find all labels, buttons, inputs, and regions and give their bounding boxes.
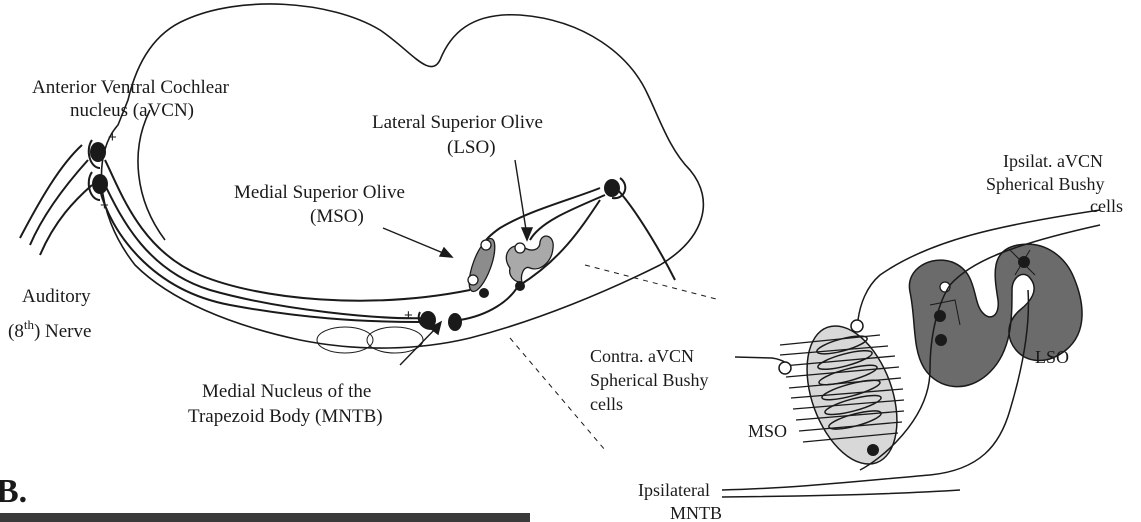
label-contra-avcn-line2: Spherical Bushy xyxy=(590,370,709,390)
label-contra-avcn-line1: Contra. aVCN xyxy=(590,346,694,366)
label-inset-mso: MSO xyxy=(748,421,787,441)
label-ipsi-mntb-line2: MNTB xyxy=(670,503,722,522)
label-mntb-line1: Medial Nucleus of the xyxy=(202,381,371,402)
mso-small-nucleus xyxy=(464,236,500,298)
axon-pathways xyxy=(20,145,675,322)
cells-right-avcn xyxy=(604,178,625,198)
plus-sign-lower: + xyxy=(100,197,109,214)
label-contra-avcn-line3: cells xyxy=(590,394,623,414)
cropped-photo-strip xyxy=(0,513,530,522)
label-ipsi-avcn-line3: cells xyxy=(1090,196,1123,216)
plus-sign-mntb: + xyxy=(404,307,413,324)
label-lso-line2: (LSO) xyxy=(447,137,496,158)
label-mso-line1: Medial Superior Olive xyxy=(234,182,405,203)
panel-letter: B. xyxy=(0,473,27,510)
plus-sign-upper: + xyxy=(108,129,117,146)
label-ipsi-avcn-line2: Spherical Bushy xyxy=(986,174,1105,194)
brainstem-outline xyxy=(101,4,703,348)
label-nerve-line2: (8th) Nerve xyxy=(8,317,91,342)
trapezoid-body-ovals xyxy=(317,327,423,353)
label-mso-line2: (MSO) xyxy=(310,206,364,227)
label-nerve-line1: Auditory xyxy=(22,286,91,307)
label-ipsi-avcn-line1: Ipsilat. aVCN xyxy=(1003,151,1103,171)
label-avcn-line1: Anterior Ventral Cochlear xyxy=(32,77,230,98)
lso-small-nucleus xyxy=(506,236,553,291)
label-lso-line1: Lateral Superior Olive xyxy=(372,112,543,133)
label-inset-lso: LSO xyxy=(1035,347,1069,367)
label-ipsi-mntb-line1: Ipsilateral xyxy=(638,480,710,500)
label-mntb-line2: Trapezoid Body (MNTB) xyxy=(188,406,383,427)
label-avcn-line2: nucleus (aVCN) xyxy=(70,100,194,121)
